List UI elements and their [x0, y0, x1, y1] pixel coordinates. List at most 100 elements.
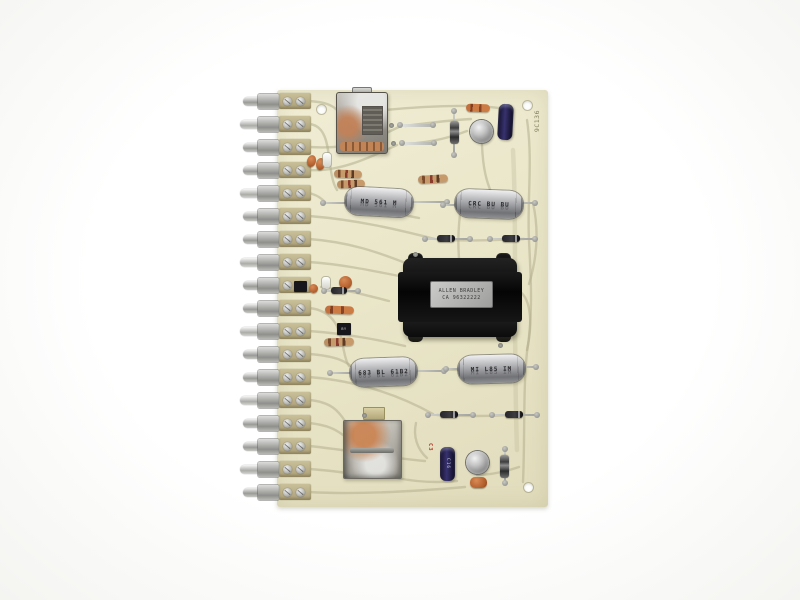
terminal-rivet	[296, 395, 305, 405]
terminal-rivet	[283, 211, 292, 221]
terminal-15	[243, 415, 311, 431]
terminal-16	[243, 438, 311, 454]
terminal-pin-body	[258, 116, 279, 132]
terminal-rivet	[296, 464, 305, 474]
silkscreen-c3: C3	[427, 443, 433, 452]
terminal-rivet	[283, 234, 292, 244]
terminal-pin-body	[258, 300, 279, 316]
terminal-pin-body	[258, 438, 279, 454]
terminal-pin-tip	[243, 349, 260, 359]
mounting-hole	[317, 105, 326, 114]
terminal-rivet	[283, 464, 292, 474]
terminal-pin-tip	[240, 464, 261, 474]
solder-joint	[413, 252, 418, 257]
ceramic-bead	[470, 477, 487, 488]
terminal-pin-tip	[240, 188, 261, 198]
terminal-solder-block	[279, 231, 311, 247]
resistor	[323, 337, 355, 347]
terminal-rivet	[283, 487, 292, 497]
terminal-solder-block	[279, 185, 311, 201]
electrolytic-capacitor: MD 561 M	[344, 186, 414, 218]
solder-joint	[498, 343, 503, 348]
terminal-pin-body	[258, 254, 279, 270]
diode	[505, 411, 523, 418]
terminal-pin-tip	[243, 234, 260, 244]
terminal-solder-block	[279, 162, 311, 178]
terminal-pin-tip	[240, 119, 261, 129]
terminal-rivet	[283, 165, 292, 175]
diode-marking: BY	[341, 327, 347, 331]
terminal-rivet	[296, 257, 305, 267]
terminal-rivet	[296, 349, 305, 359]
diode	[450, 121, 459, 144]
diode	[440, 411, 458, 418]
diode	[502, 235, 520, 242]
terminal-strip	[240, 93, 311, 510]
terminal-rivet	[283, 441, 292, 451]
terminal-1	[243, 93, 311, 109]
solder-joint	[389, 123, 394, 128]
terminal-rivet	[296, 234, 305, 244]
terminal-pin-body	[258, 461, 279, 477]
terminal-pin-tip	[243, 418, 260, 428]
terminal-rivet	[296, 188, 305, 198]
terminal-rivet	[296, 441, 305, 451]
terminal-solder-block	[279, 254, 311, 270]
standoff	[322, 277, 330, 289]
terminal-18	[243, 484, 311, 500]
terminal-pin-tip	[243, 441, 260, 451]
standoff	[323, 153, 331, 167]
terminal-pin-body	[258, 139, 279, 155]
terminal-pin-body	[258, 346, 279, 362]
terminal-rivet	[296, 165, 305, 175]
terminal-rivet	[296, 142, 305, 152]
terminal-pin-body	[258, 392, 279, 408]
capacitor-label: MI L85 IM	[470, 364, 513, 374]
solder-joint	[362, 413, 367, 418]
terminal-solder-block	[279, 415, 311, 431]
disc-capacitor	[339, 276, 352, 289]
terminal-pin-tip	[240, 326, 261, 336]
terminal-4	[243, 162, 311, 178]
terminal-pin-tip	[243, 142, 260, 152]
mounting-hole	[524, 483, 533, 492]
terminal-11	[240, 323, 311, 339]
terminal-solder-block	[279, 392, 311, 408]
terminal-pin-body	[258, 415, 279, 431]
transformer-part-number: CA 96322222	[442, 294, 481, 301]
diode	[437, 235, 455, 242]
terminal-rivet	[283, 280, 292, 290]
terminal-rivet	[283, 96, 292, 106]
diode-block	[294, 281, 307, 292]
terminal-solder-block	[279, 438, 311, 454]
terminal-pin-tip	[240, 257, 261, 267]
electrolytic-capacitor: CRC BU BU	[454, 188, 524, 220]
terminal-pin-tip	[243, 303, 260, 313]
diode-block: BY	[337, 323, 351, 335]
capacitor-label: CRC BU BU	[468, 199, 510, 209]
transistor-can	[466, 451, 489, 474]
terminal-rivet	[283, 257, 292, 267]
terminal-pin-body	[258, 484, 279, 500]
terminal-solder-block	[279, 208, 311, 224]
jumper-wire	[397, 122, 436, 128]
terminal-7	[243, 231, 311, 247]
resistor	[333, 169, 363, 179]
terminal-3	[243, 139, 311, 155]
terminal-pin-tip	[240, 395, 261, 405]
mounting-hole	[523, 101, 532, 110]
relay-top	[336, 92, 388, 154]
terminal-pin-tip	[243, 372, 260, 382]
terminal-6	[243, 208, 311, 224]
terminal-pin-body	[258, 277, 279, 293]
terminal-8	[240, 254, 311, 270]
terminal-pin-body	[258, 162, 279, 178]
capacitor-marking: C16	[445, 458, 450, 470]
terminal-solder-block	[279, 484, 311, 500]
terminal-rivet	[296, 372, 305, 382]
relay-bottom	[343, 420, 402, 479]
terminal-solder-block	[279, 323, 311, 339]
transformer-brand: ALLEN BRADLEY	[438, 287, 485, 294]
capacitor-lead	[411, 368, 447, 374]
